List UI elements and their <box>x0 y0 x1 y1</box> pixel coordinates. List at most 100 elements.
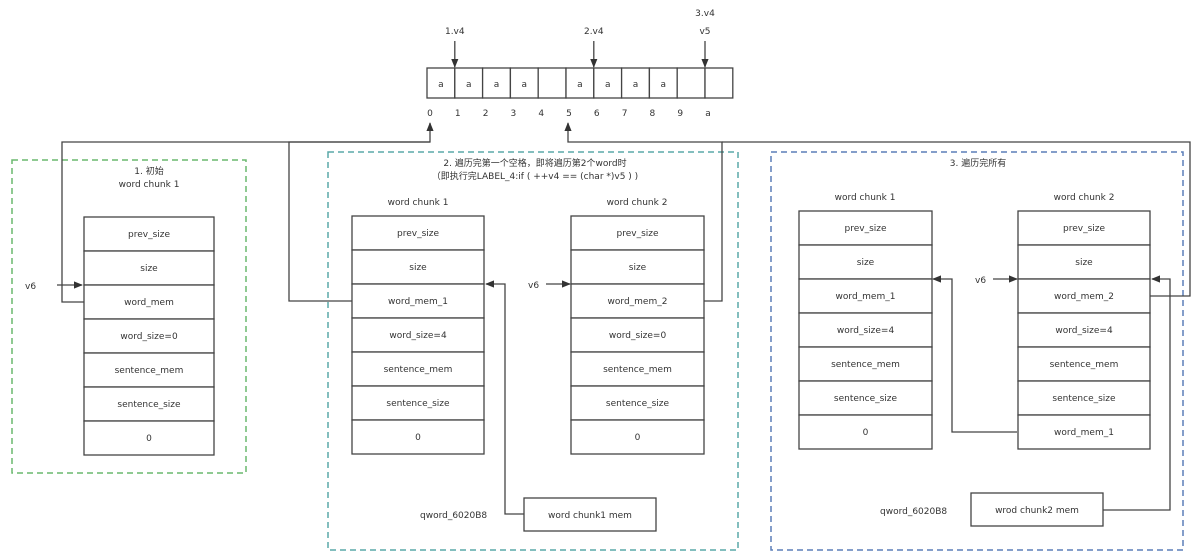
array-index-label: 6 <box>594 109 600 119</box>
chunk-field-label: prev_size <box>128 230 170 240</box>
array-cell-value: a <box>577 80 583 90</box>
section-2-mem-box <box>523 497 657 532</box>
section-2-subtitle: （即执行完LABEL_4:if ( ++v4 == (char *)v5 ) ) <box>432 170 638 182</box>
chunk-field-label: size <box>409 263 427 273</box>
chunk-field-label: word_size=0 <box>120 332 178 342</box>
v6-label: v6 <box>528 281 539 291</box>
chunk-field <box>351 249 485 285</box>
array-index-label: 3 <box>511 109 517 119</box>
array-cell <box>481 67 512 99</box>
chunk-field <box>570 215 705 251</box>
array-index-label: a <box>705 109 711 119</box>
array-index-label: 2 <box>483 109 489 119</box>
array-cell-value: a <box>438 80 444 90</box>
chunk-field-label: word_mem_2 <box>1054 292 1114 302</box>
array-cell <box>620 67 651 99</box>
chunk-field-label: prev_size <box>1063 224 1105 234</box>
chunk-field <box>1017 312 1151 348</box>
chunk-field-label: sentence_size <box>606 399 670 409</box>
chunk-field-label: 0 <box>635 433 641 443</box>
chunk-field-label: word_mem_1 <box>388 297 448 307</box>
section-1-frame <box>11 159 247 474</box>
chunk-field-label: word_size=0 <box>609 331 667 341</box>
chunk-field-label: word_size=4 <box>837 326 895 336</box>
chunk-field <box>798 380 933 416</box>
section-2-word-chunk-2: prev_sizesizeword_mem_2word_size=0senten… <box>570 215 705 455</box>
section-2-word-chunk-1: prev_sizesizeword_mem_1word_size=4senten… <box>351 215 485 455</box>
array-index-label: 1 <box>455 109 461 119</box>
chunk-field-label: sentence_mem <box>831 360 900 370</box>
chunk-field <box>798 244 933 280</box>
section-2-global-label: qword_6020B8 <box>420 511 487 521</box>
chunk-field <box>798 414 933 450</box>
chunk-field-label: word_mem_2 <box>608 297 668 307</box>
array-cell <box>704 67 734 99</box>
chunk-field <box>798 312 933 348</box>
array-cell <box>537 67 567 99</box>
array-cell-value: a <box>522 80 528 90</box>
chunk-field-label: 0 <box>863 428 869 438</box>
section-3-chunk-1-title: word chunk 1 <box>835 193 896 203</box>
chunk-field-label: prev_size <box>616 229 658 239</box>
array-cell <box>676 67 706 99</box>
chunk-field <box>798 210 933 246</box>
pointer-label: 1.v4 <box>445 27 465 37</box>
array-cell <box>648 67 678 99</box>
section-3-chunk-2-title: word chunk 2 <box>1054 193 1115 203</box>
chunk-field-label: sentence_mem <box>115 366 184 376</box>
array-cell <box>454 67 484 99</box>
chunk-field-label: size <box>857 258 875 268</box>
chunk-field <box>1017 414 1151 450</box>
array-index-label: 8 <box>650 109 656 119</box>
chunk-field-label: sentence_size <box>1052 394 1116 404</box>
array-cell <box>426 67 456 99</box>
chunk-field <box>351 351 485 387</box>
array-cell-value: a <box>633 80 639 90</box>
chunk2-to-chunk1-arrow <box>932 275 1017 433</box>
chunk-field-label: sentence_mem <box>1050 360 1119 370</box>
chunk-field <box>570 317 705 353</box>
chunk-field <box>351 419 485 455</box>
chunk-field <box>351 215 485 251</box>
v6-label: v6 <box>975 276 986 286</box>
section-1-subtitle: word chunk 1 <box>119 180 180 190</box>
pointer-label: 3.v4 <box>695 9 715 19</box>
pointer-label-v5: v5 <box>699 27 710 37</box>
chunk-field-label: prev_size <box>844 224 886 234</box>
pointer-label: 2.v4 <box>584 27 604 37</box>
chunk-field-label: sentence_size <box>834 394 898 404</box>
chunk-field-label: 0 <box>146 434 152 444</box>
section-3-global-label: qword_6020B8 <box>880 507 947 517</box>
qword-pointer-arrow <box>485 280 524 515</box>
chunk-field-label: word_size=4 <box>389 331 447 341</box>
chunk-field-label: size <box>1075 258 1093 268</box>
chunk-field-label: sentence_mem <box>603 365 672 375</box>
chunk-field <box>83 216 215 252</box>
section-2-chunk-2-title: word chunk 2 <box>607 198 668 208</box>
section-2-mem-box-label: word chunk1 mem <box>548 511 632 521</box>
array-cell-value: a <box>661 80 667 90</box>
section-2-frame <box>327 151 739 551</box>
chunk-field <box>570 283 705 319</box>
chunk-field <box>1017 210 1151 246</box>
chunk-field <box>351 317 485 353</box>
chunk-field <box>83 284 215 320</box>
chunk-field <box>83 318 215 354</box>
word-mem-1-pointer-arrow <box>288 141 430 302</box>
array-index-label: 9 <box>677 109 683 119</box>
chunk-field-label: word_mem <box>124 298 174 308</box>
chunk-field <box>83 420 215 456</box>
chunk-field <box>1017 278 1151 314</box>
chunk-field-label: sentence_size <box>386 399 450 409</box>
chunk-field-label: word_size=4 <box>1055 326 1113 336</box>
chunk-field-label: word_mem_1 <box>836 292 896 302</box>
array-cell-value: a <box>605 80 611 90</box>
section-3-frame <box>770 151 1184 551</box>
section-3-title: 3. 遍历完所有 <box>950 157 1006 169</box>
array-index-label: 0 <box>427 109 433 119</box>
chunk-field <box>1017 244 1151 280</box>
section-3-mem-box <box>970 492 1104 527</box>
